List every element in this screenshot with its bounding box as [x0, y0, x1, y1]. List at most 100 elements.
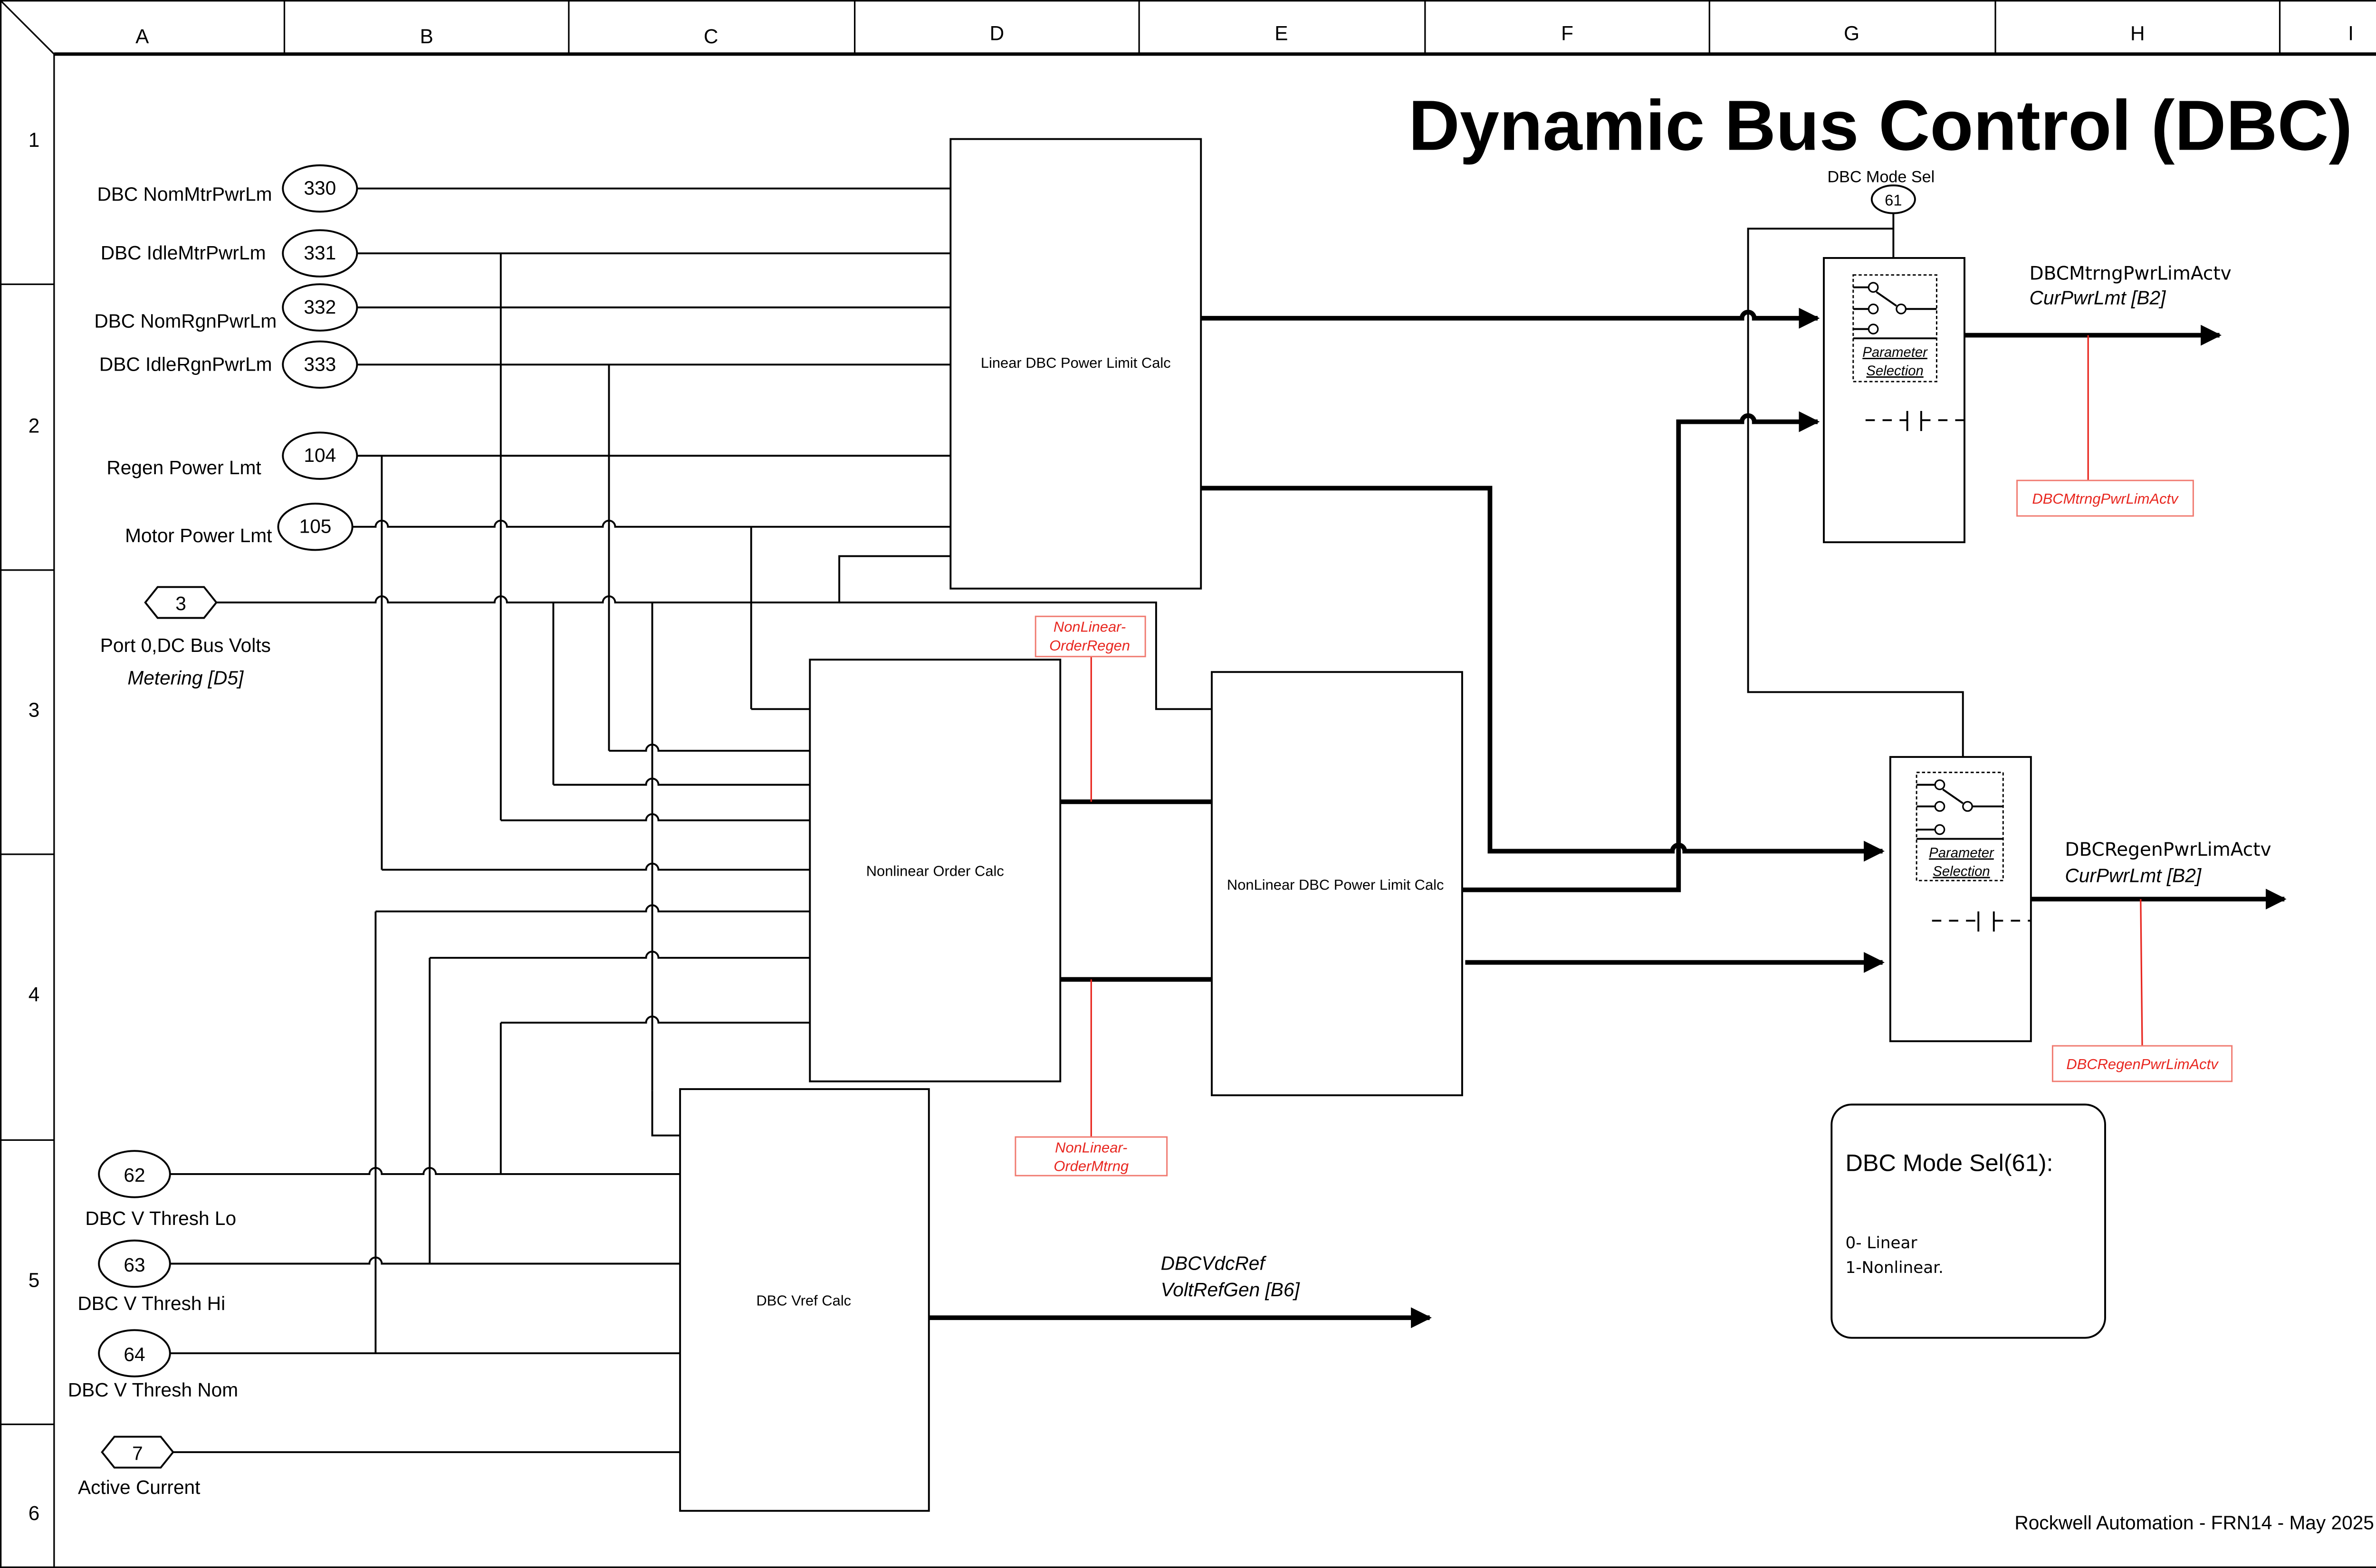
page-title: Dynamic Bus Control (DBC) [1408, 86, 2353, 165]
output-regen-power-limit: DBCRegenPwrLimActv CurPwrLmt [B2] [2065, 839, 2271, 886]
param-number: 62 [124, 1164, 145, 1186]
output-signal-name: DBCMtrngPwrLimActv [2030, 263, 2232, 284]
signal-buses [929, 307, 2287, 1329]
param-label: DBC V Thresh Lo [85, 1207, 236, 1229]
note-option: 1-Nonlinear. [1846, 1258, 1944, 1277]
param-label: DBC NomMtrPwrLm [97, 183, 272, 205]
input-active-current[interactable]: 7 Active Current [78, 1435, 200, 1498]
test-point-mtrng-pwr-lim[interactable]: DBCMtrngPwrLimActv [2016, 335, 2194, 517]
block-label: Linear DBC Power Limit Calc [981, 354, 1171, 371]
param-label: DBC V Thresh Nom [68, 1379, 238, 1401]
param-number: 333 [304, 353, 336, 375]
input-331[interactable]: 331 DBC IdleMtrPwrLm [101, 229, 358, 277]
contact-icon [1865, 411, 1964, 431]
param-label: DBC NomRgnPwrLm [94, 310, 277, 332]
param-number: 64 [124, 1343, 145, 1365]
param-label: Motor Power Lmt [125, 525, 272, 546]
test-point-label: OrderMtrng [1054, 1157, 1129, 1174]
test-point-label: NonLinear- [1055, 1139, 1127, 1156]
row-header: 5 [29, 1269, 40, 1291]
block-label: DBC Vref Calc [757, 1292, 852, 1309]
output-destination: CurPwrLmt [B2] [2030, 287, 2166, 309]
link-label: Port 0,DC Bus Volts [100, 634, 271, 656]
column-header: G [1844, 22, 1859, 45]
column-header: A [135, 25, 149, 48]
input-105[interactable]: 105 Motor Power Lmt [125, 502, 354, 551]
link-label: Active Current [78, 1476, 200, 1498]
param-label: DBC V Thresh Hi [77, 1292, 225, 1314]
test-point-label: DBCMtrngPwrLimActv [2032, 490, 2179, 507]
row-header: 2 [29, 414, 40, 437]
output-vdc-ref: DBCVdcRef VoltRefGen [B6] [1161, 1252, 1301, 1300]
row-header: 3 [29, 699, 40, 721]
column-header: D [990, 22, 1005, 45]
param-label: Regen Power Lmt [106, 457, 261, 478]
column-header: I [2348, 22, 2354, 45]
output-signal-name: DBCVdcRef [1161, 1252, 1267, 1274]
row-header: 6 [29, 1502, 40, 1524]
test-point-label: DBCRegenPwrLimActv [2066, 1056, 2219, 1072]
column-header: F [1561, 22, 1573, 45]
input-333[interactable]: 333 DBC IdleRgnPwrLm [99, 340, 358, 389]
param-number: 61 [1885, 191, 1902, 209]
input-port0-dc-bus-volts[interactable]: 3 Port 0,DC Bus Volts Metering [D5] [100, 586, 271, 688]
nonlinear-order-block[interactable]: Nonlinear Order Calc [809, 659, 1062, 1082]
switch-caption: Selection [1933, 864, 1990, 879]
output-motoring-power-limit: DBCMtrngPwrLimActv CurPwrLmt [B2] [2030, 263, 2232, 308]
input-104[interactable]: 104 Regen Power Lmt [106, 431, 358, 480]
linear-power-limit-block[interactable]: Linear DBC Power Limit Calc [949, 138, 1202, 590]
input-63[interactable]: 63 DBC V Thresh Hi [77, 1239, 225, 1314]
parameter-selection-switch-regen[interactable]: Parameter Selection [1889, 756, 2032, 1042]
row-header: 1 [29, 129, 40, 151]
param-number: 104 [304, 444, 336, 466]
param-number: 332 [304, 296, 336, 318]
test-point-order-mtrng[interactable]: NonLinear- OrderMtrng [1015, 979, 1168, 1176]
switch-caption: Selection [1866, 363, 1923, 379]
param-number: 63 [124, 1254, 145, 1276]
param-label: DBC IdleRgnPwrLm [99, 353, 272, 375]
column-header: H [2130, 22, 2145, 45]
parameter-selection-switch-motoring[interactable]: Parameter Selection [1823, 257, 1965, 544]
link-reference: Metering [D5] [127, 667, 244, 688]
switch-caption: Parameter [1862, 345, 1928, 360]
block-label: Nonlinear Order Calc [866, 862, 1004, 879]
param-label: DBC IdleMtrPwrLm [101, 242, 266, 264]
link-number: 3 [175, 593, 186, 614]
column-header: E [1274, 22, 1288, 45]
mode-select-param[interactable]: DBC Mode Sel 61 [1827, 168, 1935, 214]
mode-select-label: DBC Mode Sel [1827, 168, 1935, 186]
test-point-label: OrderRegen [1049, 637, 1130, 654]
block-label: NonLinear DBC Power Limit Calc [1227, 877, 1444, 893]
nonlinear-power-limit-block[interactable]: NonLinear DBC Power Limit Calc [1211, 671, 1463, 1097]
note-option: 0- Linear [1846, 1233, 1918, 1252]
test-point-regen-pwr-lim[interactable]: DBCRegenPwrLimActv [2051, 899, 2233, 1082]
output-signal-name: DBCRegenPwrLimActv [2065, 839, 2271, 860]
note-title: DBC Mode Sel(61): [1846, 1149, 2053, 1176]
footer-credit: Rockwell Automation - FRN14 - May 2025 [2014, 1512, 2374, 1534]
input-64[interactable]: 64 DBC V Thresh Nom [68, 1329, 238, 1401]
contact-icon [1932, 911, 2031, 932]
test-point-order-regen[interactable]: NonLinear- OrderRegen [1035, 615, 1146, 802]
row-header: 4 [29, 983, 40, 1005]
column-header: C [704, 25, 719, 48]
selector-switch-icon [1853, 282, 1937, 339]
signal-wires [170, 187, 1964, 1453]
output-destination: CurPwrLmt [B2] [2065, 864, 2202, 886]
param-number: 330 [304, 177, 336, 199]
test-point-label: NonLinear- [1054, 619, 1126, 635]
input-332[interactable]: 332 DBC NomRgnPwrLm [94, 283, 358, 332]
link-number: 7 [132, 1442, 143, 1464]
row-headers: 1 2 3 4 5 6 [29, 129, 40, 1524]
input-62[interactable]: 62 DBC V Thresh Lo [85, 1150, 236, 1229]
param-number: 331 [304, 242, 336, 264]
vref-calc-block[interactable]: DBC Vref Calc [679, 1088, 930, 1512]
mode-select-note: DBC Mode Sel(61): 0- Linear 1-Nonlinear. [1830, 1103, 2106, 1339]
switch-caption: Parameter [1929, 845, 1994, 860]
column-header: B [420, 25, 433, 48]
input-330[interactable]: 330 DBC NomMtrPwrLm [97, 164, 358, 213]
output-destination: VoltRefGen [B6] [1161, 1279, 1301, 1300]
selector-switch-icon [1916, 779, 2003, 840]
column-headers: A B C D E F G H I [135, 22, 2354, 48]
